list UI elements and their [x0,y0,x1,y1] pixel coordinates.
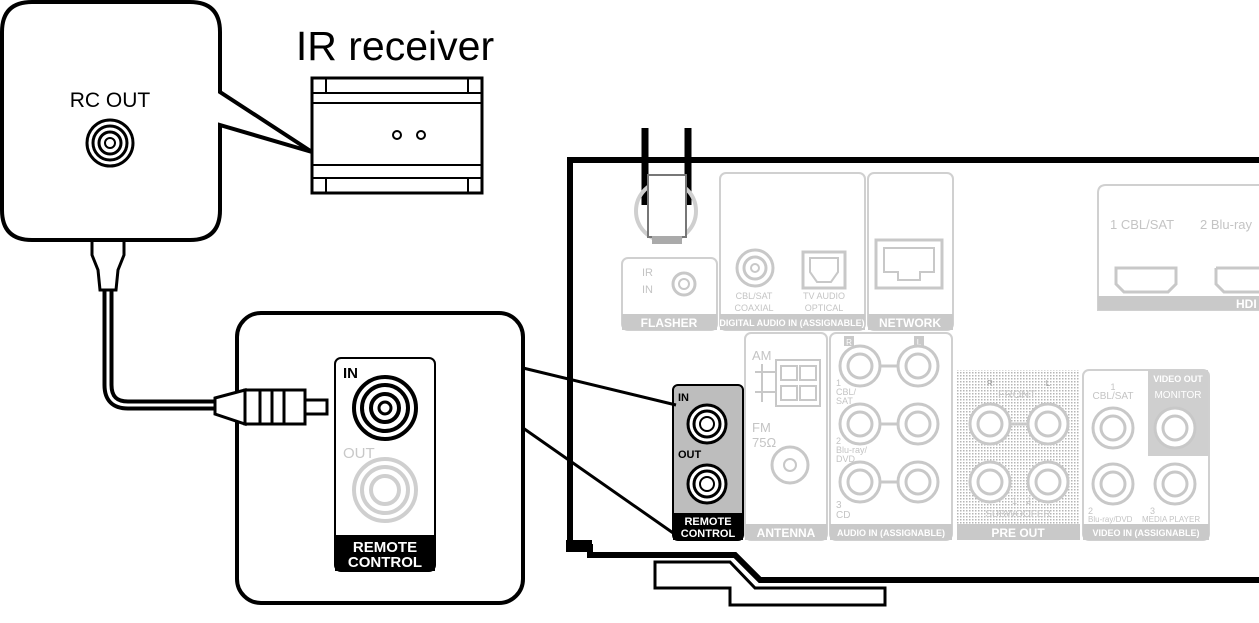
video-section: 1 CBL/SAT VIDEO OUT MONITOR 2 Blu-ray/DV… [1082,369,1210,541]
svg-text:MEDIA PLAYER: MEDIA PLAYER [1142,515,1200,524]
svg-text:CD: CD [836,510,850,521]
svg-text:REMOTE: REMOTE [684,516,731,528]
svg-text:R: R [987,379,993,388]
svg-text:MONITOR: MONITOR [1154,390,1201,401]
antenna-section: AM FM 75Ω ANTENNA [744,332,828,541]
svg-text:1: 1 [836,378,841,388]
hdmi-port-1 [1114,266,1178,294]
audio-in-section: R L 1 CBL/ SAT 2 Blu-ray/ DVD 3 CD AUDIO… [829,332,953,541]
svg-text:2: 2 [1088,506,1093,516]
receiver-chassis [566,157,1259,607]
svg-text:R: R [846,338,852,347]
svg-text:AM: AM [752,348,772,363]
svg-text:COAXIAL: COAXIAL [734,303,773,313]
svg-text:REMOTE: REMOTE [353,539,417,556]
svg-text:IN: IN [642,284,653,296]
coaxial-jack [735,248,775,288]
svg-text:RC OUT: RC OUT [70,89,151,112]
ir-sensor-dot [392,130,402,140]
fm-jack [770,445,810,485]
svg-text:FM: FM [752,420,771,435]
svg-text:IN: IN [678,392,689,404]
svg-text:OPTICAL: OPTICAL [805,303,844,313]
svg-text:2 Blu-ray: 2 Blu-ray [1200,217,1253,232]
svg-text:2: 2 [836,436,841,446]
svg-text:CONTROL: CONTROL [681,528,736,540]
svg-text:3: 3 [836,500,842,511]
svg-text:Blu-ray/: Blu-ray/ [836,445,868,455]
svg-text:CBL/SAT: CBL/SAT [1093,391,1134,402]
svg-text:AUDIO IN (ASSIGNABLE): AUDIO IN (ASSIGNABLE) [837,528,945,538]
svg-text:L: L [917,338,922,347]
svg-text:OUT: OUT [343,445,375,462]
svg-text:2: 2 [1026,496,1031,506]
svg-text:1 CBL/SAT: 1 CBL/SAT [1110,217,1174,232]
svg-text:SUBWOOFER: SUBWOOFER [985,509,1051,520]
ir-receiver-device: IR receiver [296,23,494,195]
svg-text:1: 1 [1110,382,1115,392]
ethernet-port [874,238,944,290]
svg-text:FLASHER: FLASHER [641,316,698,330]
svg-text:DVD: DVD [836,454,856,464]
svg-text:1: 1 [1012,496,1017,506]
hdmi-port-2 [1214,266,1259,294]
remote-control-callout: IN OUT REMOTE CONTROL [235,311,525,605]
flasher-section: IR IN FLASHER [621,257,718,331]
svg-text:CBL/SAT: CBL/SAT [736,291,773,301]
svg-text:OUT: OUT [678,449,702,461]
svg-text:3: 3 [1150,506,1155,516]
svg-text:ANTENNA: ANTENNA [757,526,816,540]
svg-text:L: L [1046,379,1051,388]
svg-text:IN: IN [343,365,358,382]
svg-text:FRONT: FRONT [998,389,1036,401]
svg-text:VIDEO IN (ASSIGNABLE): VIDEO IN (ASSIGNABLE) [1092,528,1199,538]
rc-out-callout: RC OUT [0,0,314,242]
svg-text:VIDEO OUT: VIDEO OUT [1153,374,1203,384]
svg-text:Blu-ray/DVD: Blu-ray/DVD [1088,515,1133,524]
network-section: NETWORK [867,172,954,331]
svg-text:TV AUDIO: TV AUDIO [803,291,845,301]
svg-text:CBL/: CBL/ [836,387,857,397]
svg-text:CONTROL: CONTROL [348,554,422,571]
hdmi-section: 1 CBL/SAT 2 Blu-ray HDI [1097,184,1259,311]
power-cord [634,128,698,244]
svg-text:IR: IR [642,267,653,279]
optical-jack [801,250,847,290]
svg-text:SAT: SAT [836,396,853,406]
svg-text:NETWORK: NETWORK [879,316,941,330]
svg-text:IR receiver: IR receiver [296,23,494,69]
svg-text:75Ω: 75Ω [752,435,776,450]
am-terminal [775,359,821,407]
svg-text:DIGITAL AUDIO IN (ASSIGNABLE): DIGITAL AUDIO IN (ASSIGNABLE) [719,318,864,328]
pre-out-section: FRONT R L 1 2 SUBWOOFER PRE OUT [957,370,1080,540]
flasher-jack [671,271,697,297]
panel-remote-control: IN OUT REMOTE CONTROL [672,384,744,541]
svg-text:HDI: HDI [1236,297,1257,311]
zoom-leader-lines [522,366,677,537]
digital-audio-section: CBL/SAT COAXIAL TV AUDIO OPTICAL DIGITAL… [719,172,866,331]
svg-text:PRE OUT: PRE OUT [991,526,1045,540]
